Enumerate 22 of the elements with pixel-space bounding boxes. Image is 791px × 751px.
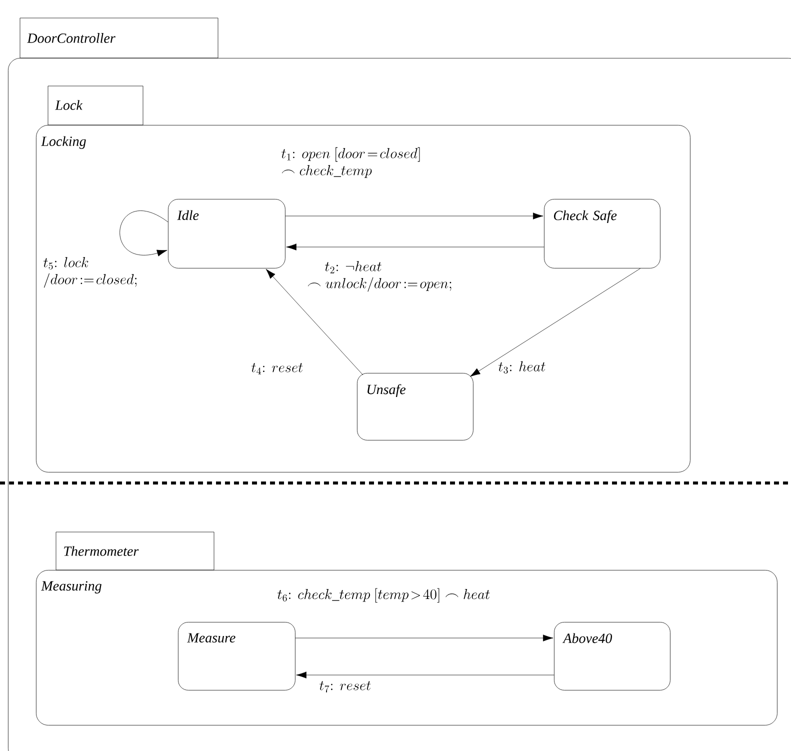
node-label: Thermometer: [64, 546, 139, 556]
transition-label: $\begin{array}{@{}l@{}}t_5\colon\ lock\\ /door\!:=\!closed;\end{array}$: [44, 257, 137, 288]
node-label: DoorController: [27, 33, 116, 43]
state-box: Above40: [554, 622, 670, 690]
transition-arrow: [296, 672, 554, 678]
state-box: Unsafe: [357, 373, 474, 440]
transition-label: $t_6\colon\ check\_temp\ [temp\!>\!40]\frown heat$: [278, 588, 490, 603]
transition-label: $\begin{array}{@{}l@{}}t_1\colon\ open\ [door\!=\!closed]\\ \frown check\_temp\end{array}$: [282, 147, 420, 178]
state-box: Idle: [168, 199, 286, 268]
transition-label: $t_7\colon\ reset$: [320, 681, 371, 692]
transition-label: $t_4\colon\ reset$: [252, 363, 303, 374]
transition-arrow: [120, 210, 168, 256]
transition-label: $\begin{array}{@{}l@{}}\quad\ t_2\colon\ \neg heat\\ \frown unlock/door\!:=\!open;\end{array}$: [308, 261, 452, 292]
transition-arrow: [286, 244, 544, 250]
transition-arrow: [295, 634, 554, 642]
state-box: Check Safe: [544, 199, 660, 268]
transition-arrow: [266, 268, 364, 376]
state-box: Measure: [178, 622, 296, 690]
transition-arrow: [470, 268, 641, 377]
transition-arrow: [285, 212, 544, 220]
node-label: Lock: [55, 100, 83, 110]
transition-label: $t_3\colon\ heat$: [498, 361, 546, 374]
